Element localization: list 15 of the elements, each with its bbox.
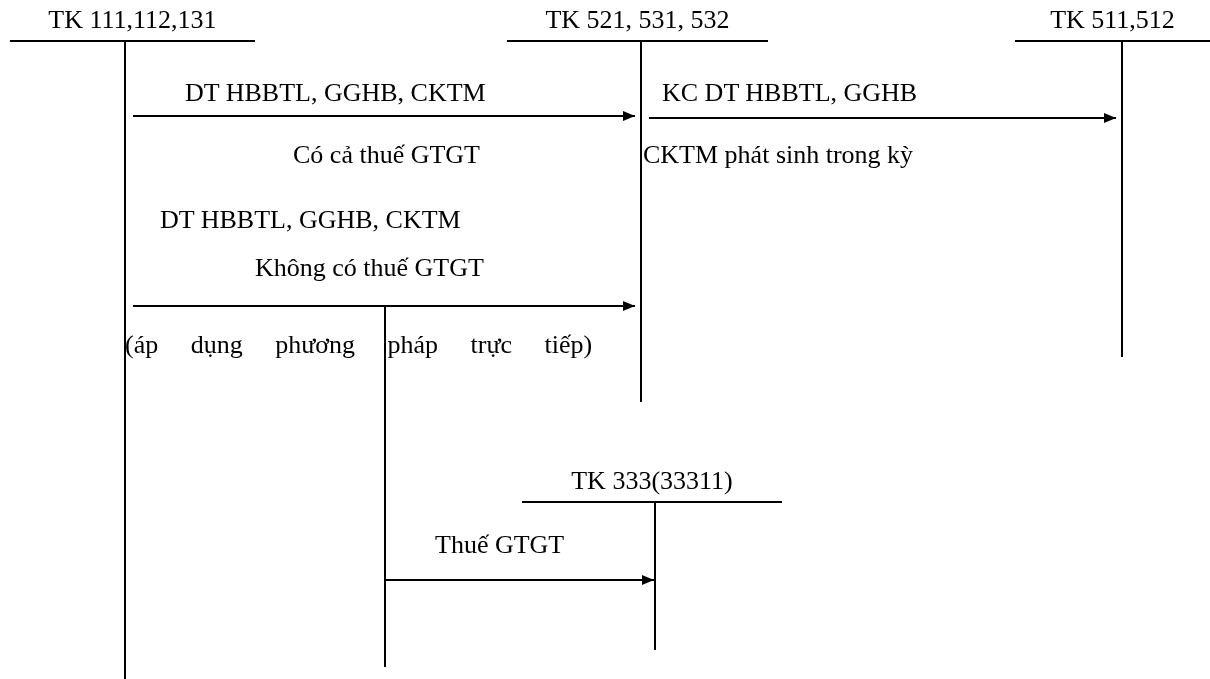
note-text: Có cả thuế GTGT: [293, 140, 480, 170]
edge-label: Thuế GTGT: [435, 530, 565, 560]
edge-label: Không có thuế GTGT: [255, 253, 484, 283]
edge-label: DT HBBTL, GGHB, CKTM: [185, 78, 486, 108]
account-title: TK 333(33311): [522, 461, 782, 503]
account-title: TK 111,112,131: [10, 0, 255, 42]
account-title: TK 511,512: [1015, 0, 1210, 42]
note-text: (áp dụng phương pháp trực tiếp): [125, 330, 593, 360]
arrow: [648, 113, 1117, 123]
note-text: DT HBBTL, GGHB, CKTM: [160, 205, 461, 235]
arrow: [132, 111, 636, 121]
arrow: [132, 305, 655, 668]
edge-label: KC DT HBBTL, GGHB: [662, 78, 918, 108]
account-title: TK 521, 531, 532: [507, 0, 768, 42]
note-text: CKTM phát sinh trong kỳ: [643, 140, 914, 170]
